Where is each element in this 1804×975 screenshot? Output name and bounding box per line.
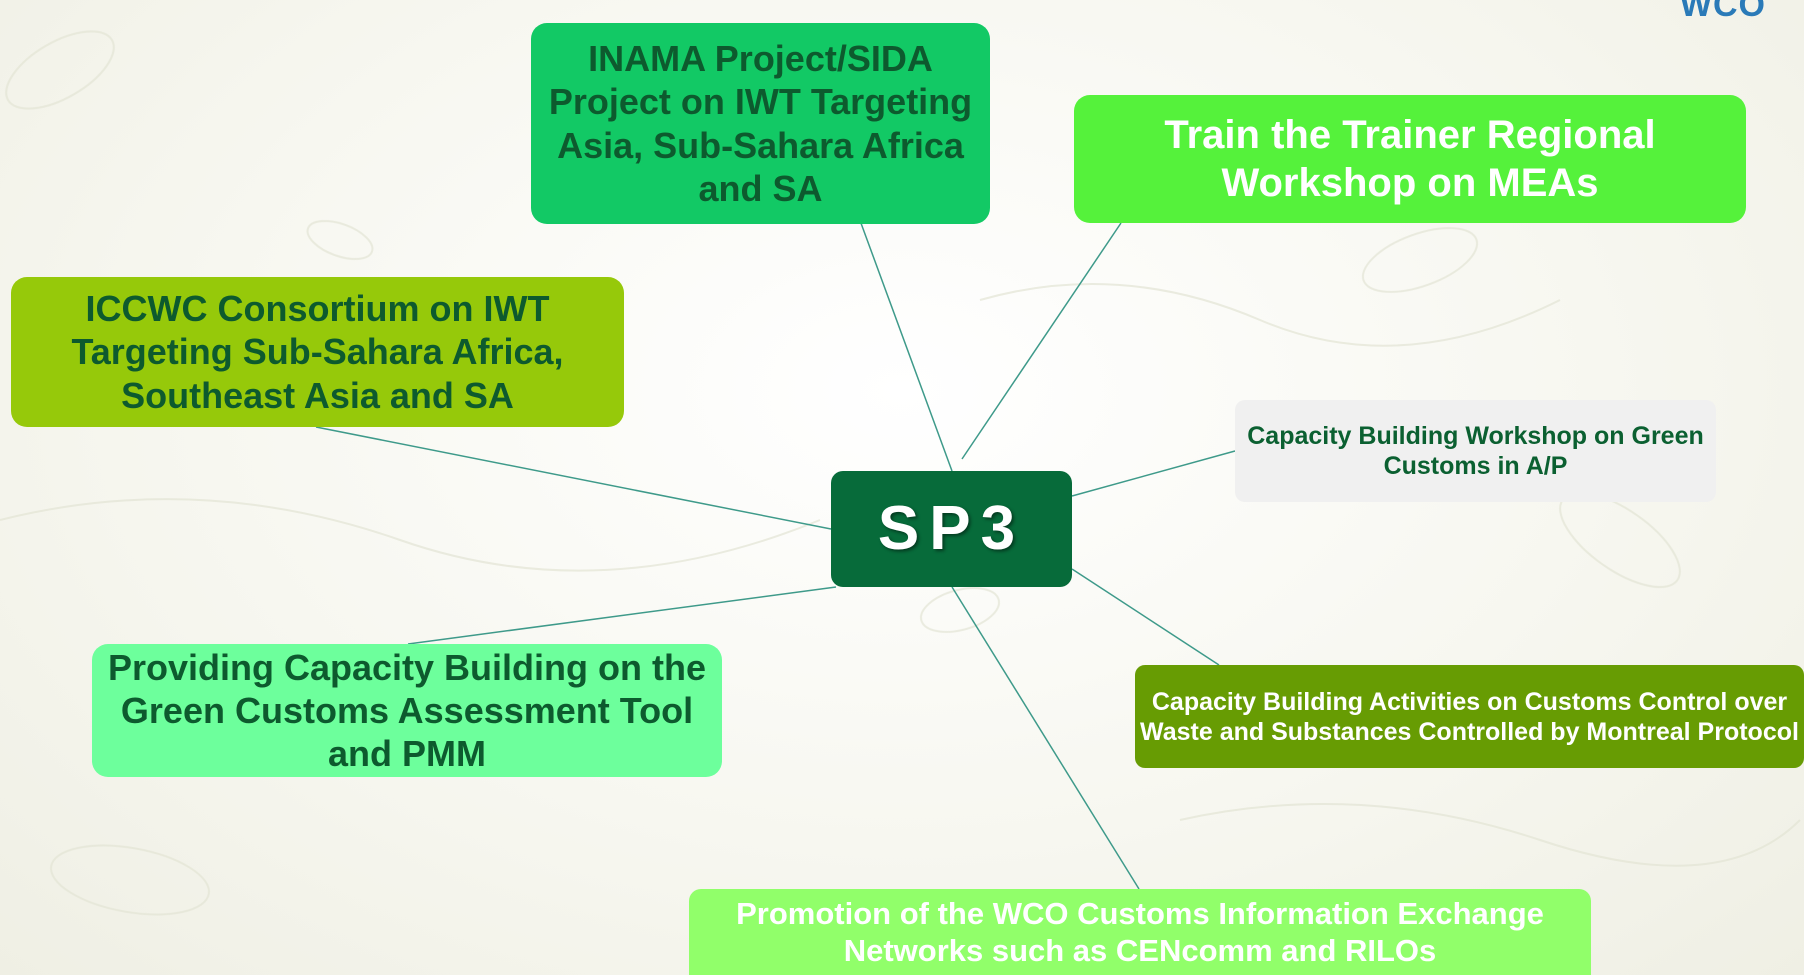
node-iccwc-consortium: ICCWC Consortium on IWT Targeting Sub-Sa… [11, 277, 624, 427]
wco-logo: WCO [1679, 0, 1766, 24]
node-promo-label: Promotion of the WCO Customs Information… [736, 895, 1544, 968]
center-node-sp3: SP3 [831, 471, 1072, 587]
node-capws-label: Capacity Building Workshop on Green Cust… [1247, 422, 1704, 480]
node-capact-label: Capacity Building Activities on Customs … [1140, 687, 1799, 746]
connector-iccwc [315, 426, 832, 530]
connector-promo [951, 586, 1140, 890]
node-providing-capacity-building: Providing Capacity Building on the Green… [92, 644, 722, 777]
node-inama-label: INAMA Project/SIDA Project on IWT Target… [548, 38, 973, 209]
node-provide-label: Providing Capacity Building on the Green… [107, 646, 707, 775]
node-capacity-building-workshop: Capacity Building Workshop on Green Cust… [1235, 400, 1716, 502]
connector-train [961, 222, 1122, 460]
center-node-label: SP3 [877, 493, 1026, 563]
node-iccwc-label: ICCWC Consortium on IWT Targeting Sub-Sa… [71, 288, 564, 416]
node-inama-project: INAMA Project/SIDA Project on IWT Target… [531, 23, 990, 224]
connector-capws [1071, 450, 1236, 497]
connector-inama [857, 214, 953, 472]
connector-provide [407, 586, 837, 645]
node-train-label: Train the Trainer Regional Workshop on M… [1164, 113, 1656, 205]
node-promotion-wco-networks: Promotion of the WCO Customs Information… [689, 889, 1591, 975]
connector-capact [1071, 568, 1220, 666]
node-capacity-building-activities: Capacity Building Activities on Customs … [1135, 665, 1804, 768]
node-train-the-trainer: Train the Trainer Regional Workshop on M… [1074, 95, 1746, 223]
